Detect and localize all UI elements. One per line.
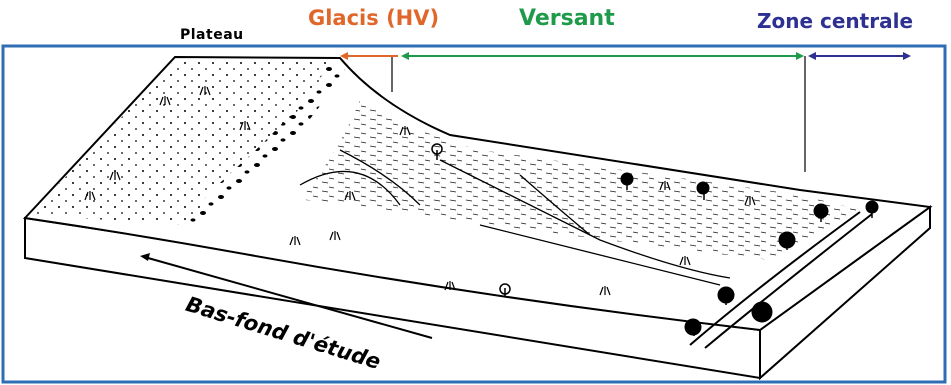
plateau-label: Plateau (180, 27, 244, 43)
glacis-label: Glacis (HV) (308, 6, 439, 30)
versant-label: Versant (519, 6, 615, 31)
zone-centrale-label: Zone centrale (757, 9, 913, 33)
versant-arrow (401, 52, 804, 60)
zone-centrale-arrow (808, 52, 911, 60)
glacis-arrow (340, 52, 398, 60)
